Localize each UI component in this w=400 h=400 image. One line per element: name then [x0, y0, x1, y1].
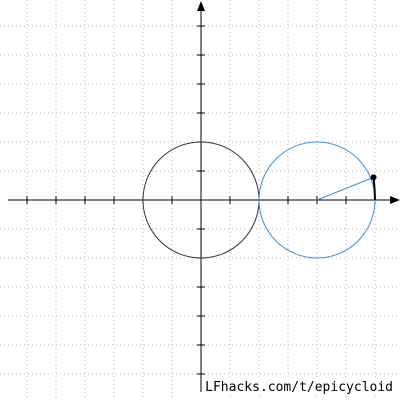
arrowhead-right-icon — [390, 196, 400, 204]
tracing-point — [370, 174, 377, 181]
arrowhead-up-icon — [197, 1, 205, 11]
rolling-radius-line — [316, 176, 374, 201]
axes — [8, 1, 400, 392]
source-caption: LFhacks.com/t/epicycloid — [204, 380, 394, 395]
epicycloid-trace — [372, 177, 376, 201]
